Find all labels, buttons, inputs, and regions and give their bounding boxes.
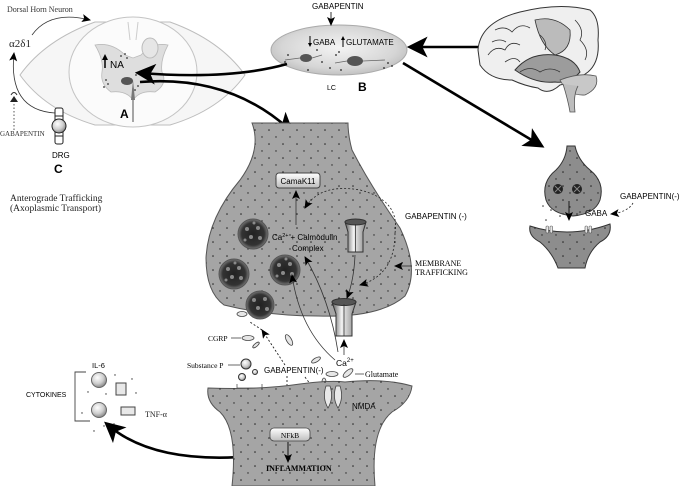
gabapentin-label-a: GABAPENTIN [0, 130, 45, 138]
calcium-label: Ca2+ [336, 358, 354, 368]
il6-label: IL-6 [92, 361, 105, 370]
vesicle [218, 258, 250, 290]
cytokines-label: CYTOKINES [26, 392, 67, 399]
anterograde-trafficking-label: Anterograde Trafficking [10, 193, 103, 204]
calcium-to-complex-arrow [304, 256, 339, 353]
nfkb-label: NFkB [281, 431, 299, 440]
spinal-cord-section [19, 16, 246, 128]
neurotransmitter-ellipses [236, 311, 354, 387]
panel-c-letter: C [54, 162, 63, 176]
gabapentin-inhibit-label-cleft: GABAPENTIN(-) [264, 366, 324, 375]
nmda-label: NMDA [352, 402, 376, 411]
alpha2delta1-label: α2δ1 [9, 38, 31, 50]
camak11-box: CamaK11 [275, 172, 321, 189]
gabapentin-to-channel-dashed-arrow [359, 232, 396, 287]
gabapentin-right-dashed-arrow [610, 202, 634, 218]
gaba-label-right: GABA [585, 209, 608, 218]
lc-neurons [284, 49, 393, 71]
panel-a-letter: A [120, 107, 129, 121]
na-label: NA [110, 60, 124, 71]
lc-to-gaba-synapse-arrow [402, 61, 545, 148]
locus-coeruleus-ellipse [270, 24, 408, 76]
substance-p-spheres [238, 358, 258, 381]
channel-trafficking-arrow [346, 254, 356, 299]
drg-label: DRG [52, 151, 70, 160]
gaba-decrease-arrow [308, 36, 312, 47]
gaba-cleft-dots [542, 205, 591, 221]
calcium-channel-upper [344, 218, 367, 253]
calcium-channel-lower [331, 298, 357, 337]
na-increase-arrow [102, 54, 108, 68]
vesicle [269, 254, 301, 286]
nmda-receptor [324, 385, 342, 409]
glutamate-label-b: GLUTAMATE [346, 38, 394, 47]
glutamate-increase-arrow [341, 36, 345, 47]
gabapentin-to-vesicle-dashed-arrow [261, 329, 286, 366]
cytokine-dots [81, 374, 137, 432]
central-presynaptic-terminal [205, 122, 412, 317]
nfkb-box: NFkB [269, 427, 311, 442]
axoplasmic-transport-label: (Axoplasmic Transport) [10, 203, 101, 214]
brain-illustration [477, 5, 599, 113]
gabapentin-label-b: GABAPENTIN [312, 2, 364, 11]
cytokines-bracket [74, 371, 90, 422]
il6-sphere [91, 372, 107, 388]
membrane-trafficking-line1: MEMBRANE [415, 259, 461, 268]
synaptic-vesicles [218, 218, 301, 320]
calmodulin-complex-line2: Complex [292, 244, 324, 253]
substance-p-bracket [236, 384, 263, 389]
alpha2delta-protein-icon [10, 92, 18, 102]
gabapentin-label-right: GABAPENTIN(-) [620, 192, 680, 201]
vesicle [245, 290, 275, 320]
tnf-alpha-label: TNF-α [145, 410, 168, 419]
calmodulin-complex-line1: Ca2++ Calmodulin [272, 233, 337, 242]
substance-p-label: Substance P [187, 361, 223, 370]
gabapentin-to-vesicle-dashed-line [249, 321, 263, 331]
drg-neuron-icon [51, 107, 67, 145]
tnf-alpha-rect [120, 406, 136, 416]
gaba-postsynaptic-terminal [529, 223, 611, 269]
cytokine-square [115, 382, 127, 396]
calcium-to-vesicle-arrow [289, 274, 336, 361]
cytokine-sphere [91, 402, 107, 418]
glutamate-label-central: Glutamate [365, 370, 399, 379]
lc-label: LC [327, 85, 336, 92]
gaba-presynaptic-terminal [544, 145, 602, 217]
panel-b-letter: B [358, 80, 367, 94]
membrane-trafficking-line2: TRAFFICKING [415, 268, 468, 277]
camak11-label: CamaK11 [281, 177, 317, 186]
drg-to-alpha2delta-arrow [9, 52, 56, 114]
gabapentin-inhibit-label-central: GABAPENTIN (-) [405, 212, 467, 221]
dorsal-horn-neuron-label: Dorsal Horn Neuron [7, 5, 73, 14]
spinal-to-synapse-arrow [139, 79, 294, 134]
cgrp-label: CGRP [208, 334, 228, 343]
gabapentin-to-complex-dashed-arrow [304, 188, 396, 234]
gaba-label-b: GABA [313, 38, 336, 47]
dorsal-horn-curved-arrow [31, 14, 91, 36]
vesicle [237, 218, 269, 250]
lc-to-spinal-na-arrow [134, 62, 288, 85]
inflammation-label: INFLAMMATION [266, 464, 332, 473]
